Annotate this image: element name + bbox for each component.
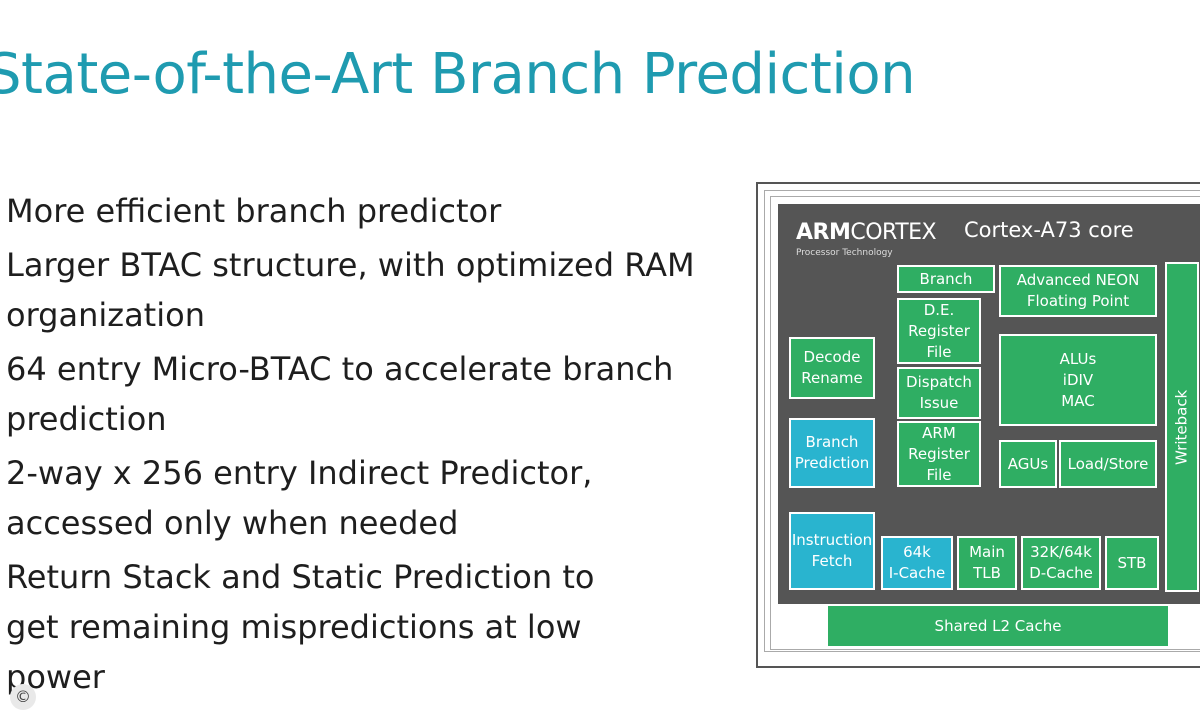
arm-cortex-logo: ARMCORTEX [796,220,937,245]
stb-block: STB [1105,536,1159,590]
decode-rename-block: Decode Rename [789,337,875,399]
icache-block: 64k I-Cache [881,536,953,590]
dcache-block: 32K/64k D-Cache [1021,536,1101,590]
core-title: Cortex-A73 core [964,218,1134,242]
de-register-file-block: D.E. Register File [897,298,981,364]
advanced-neon-block: Advanced NEON Floating Point [999,265,1157,317]
bullet-list: More efficient branch predictor Larger B… [6,186,726,702]
processor-technology-label: Processor Technology [796,248,893,258]
main-tlb-block: Main TLB [957,536,1017,590]
bullet-item: More efficient branch predictor [6,192,502,230]
branch-block: Branch [897,265,995,293]
arm-register-file-block: ARM Register File [897,421,981,487]
bullet-item: Larger BTAC structure, with optimized RA… [6,246,695,334]
bullet-item: 2-way x 256 entry Indirect Predictor, ac… [6,454,593,542]
slide-title: State-of-the-Art Branch Prediction [0,42,916,107]
writeback-block: Writeback [1165,262,1199,592]
branch-prediction-block: Branch Prediction [789,418,875,488]
load-store-block: Load/Store [1059,440,1157,488]
bullet-item: 64 entry Micro-BTAC to accelerate branch… [6,350,674,438]
shared-l2-cache-block: Shared L2 Cache [828,606,1168,646]
dispatch-issue-block: Dispatch Issue [897,367,981,419]
agus-block: AGUs [999,440,1057,488]
copyright-icon: © [10,684,36,710]
alus-block: ALUs iDIV MAC [999,334,1157,426]
instruction-fetch-block: Instruction Fetch [789,512,875,590]
bullet-item: Return Stack and Static Prediction to ge… [6,558,595,696]
